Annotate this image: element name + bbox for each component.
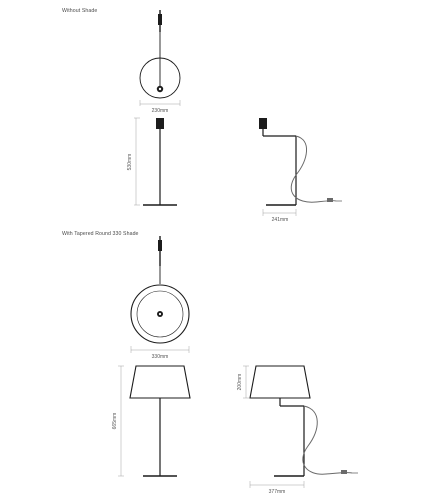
power-cord-shade	[302, 405, 353, 475]
dimension-front-height: 530mm	[127, 117, 140, 206]
cable-connector-shade	[158, 240, 162, 251]
dim-label-377: 377mm	[269, 489, 286, 495]
dim-label-330: 330mm	[152, 354, 169, 360]
top-view-bare	[139, 10, 181, 99]
side-view-shade	[249, 365, 358, 477]
side-view-bare	[259, 118, 342, 206]
shade-outer-circle	[130, 284, 190, 344]
dimension-shade-height: 200mm	[237, 365, 249, 399]
tapered-shade-front	[129, 365, 191, 399]
dimension-shade-side-depth: 377mm	[249, 481, 305, 495]
dimension-shade-front-height: 665mm	[112, 365, 124, 477]
cable-connector	[158, 14, 162, 25]
dim-label-241: 241mm	[272, 217, 289, 223]
lamp-holder-side	[259, 118, 267, 129]
dimension-side-depth: 241mm	[262, 209, 297, 223]
lamp-holder-front	[156, 118, 164, 129]
cord-switch-shade	[341, 470, 347, 474]
dimension-shade-top-width: 330mm	[130, 346, 190, 360]
front-view-shade	[129, 365, 191, 477]
cord-switch	[327, 198, 333, 202]
power-cord	[290, 135, 337, 203]
dim-label-200: 200mm	[237, 374, 243, 391]
dim-label-665: 665mm	[112, 413, 118, 430]
dimension-top-view-width: 230mm	[139, 100, 181, 114]
front-view-bare	[143, 118, 177, 206]
dim-label-530: 530mm	[127, 154, 133, 171]
top-view-shade	[130, 236, 190, 344]
section-title-with-shade: With Tapered Round 330 Shade	[62, 231, 139, 237]
section-title-without-shade: Without Shade	[62, 8, 98, 14]
tapered-shade-side	[249, 365, 311, 399]
shade-inner-circle	[136, 290, 184, 338]
dim-label-230: 230mm	[152, 108, 169, 114]
bulb-holder-center	[158, 87, 162, 91]
